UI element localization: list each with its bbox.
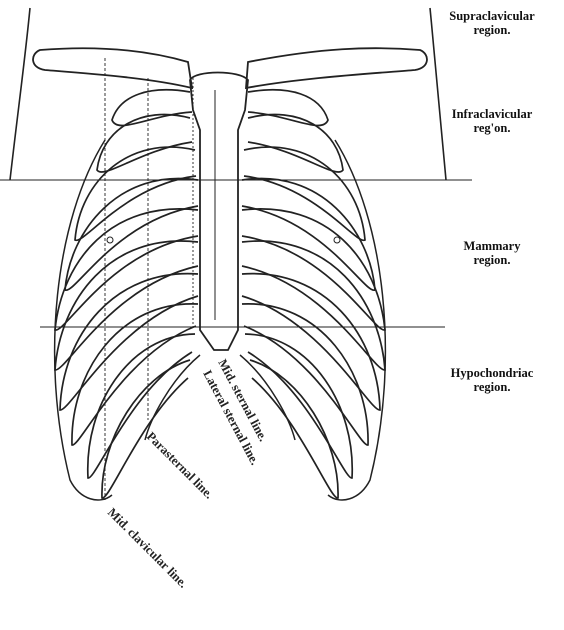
region-name: Mammary xyxy=(427,239,557,253)
region-word: region. xyxy=(427,380,557,394)
left-ribs xyxy=(55,90,198,498)
region-name: Hypochondriac xyxy=(427,366,557,380)
region-label-hypochondriac: Hypochondriac region. xyxy=(427,366,557,394)
region-name: Supraclavicular xyxy=(427,9,557,23)
region-label-mammary: Mammary region. xyxy=(427,239,557,267)
left-nipple xyxy=(107,237,113,243)
region-word: region. xyxy=(427,253,557,267)
sternum xyxy=(190,73,248,351)
region-dividers xyxy=(0,180,472,327)
region-name: Infraclavicular xyxy=(427,107,557,121)
clavicles xyxy=(33,48,427,88)
region-label-infraclavicular: Infraclavicular reg'on. xyxy=(427,107,557,135)
right-nipple xyxy=(334,237,340,243)
parasternal-line-label: Parasternal line. xyxy=(144,429,216,501)
region-label-supraclavicular: Supraclavicular region. xyxy=(427,9,557,37)
torso-outline xyxy=(10,8,446,180)
region-word: region. xyxy=(427,23,557,37)
mid-clavicular-line-label: Mid. clavicular line. xyxy=(105,505,190,590)
region-word: reg'on. xyxy=(427,121,557,135)
